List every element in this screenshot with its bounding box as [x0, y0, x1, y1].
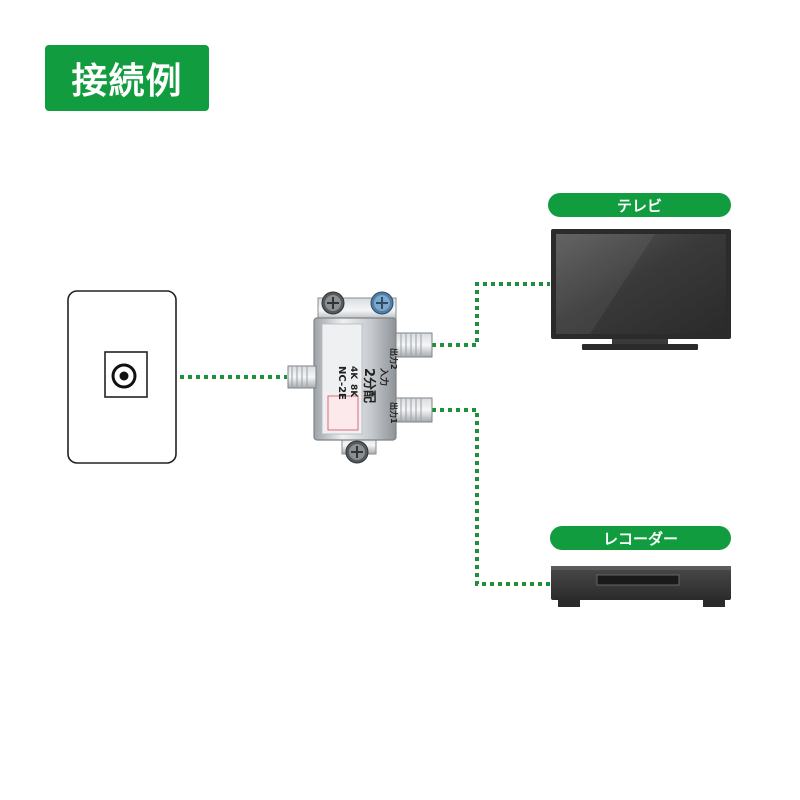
splitter-output2-label: 出力2	[389, 348, 399, 370]
tv-label: テレビ	[548, 193, 731, 217]
splitter-split-label: 2分配	[361, 368, 377, 403]
page-title: 接続例	[45, 45, 209, 111]
cable-splitter-to-tv	[432, 282, 550, 347]
tv	[551, 229, 731, 350]
recorder-label: レコーダー	[550, 526, 731, 550]
screw-icon	[321, 291, 345, 315]
output2-connector	[395, 332, 433, 358]
splitter-input-label: 入力	[378, 367, 390, 386]
splitter: 入力 2分配 4K 8K NC-2E 出力1 出力2	[287, 291, 433, 464]
screw-icon	[345, 440, 369, 464]
screw-icon	[370, 291, 394, 315]
cable-splitter-to-recorder	[432, 408, 550, 586]
splitter-tag-4k: 4K	[348, 366, 358, 380]
coax-jack-icon	[111, 363, 137, 389]
wall-outlet	[67, 290, 177, 464]
input-connector	[287, 365, 317, 389]
splitter-tag-8k: 8K	[348, 384, 358, 398]
splitter-output1-label: 出力1	[389, 402, 399, 424]
splitter-model: NC-2E	[336, 366, 347, 400]
output1-connector	[395, 397, 433, 423]
recorder	[551, 566, 731, 607]
